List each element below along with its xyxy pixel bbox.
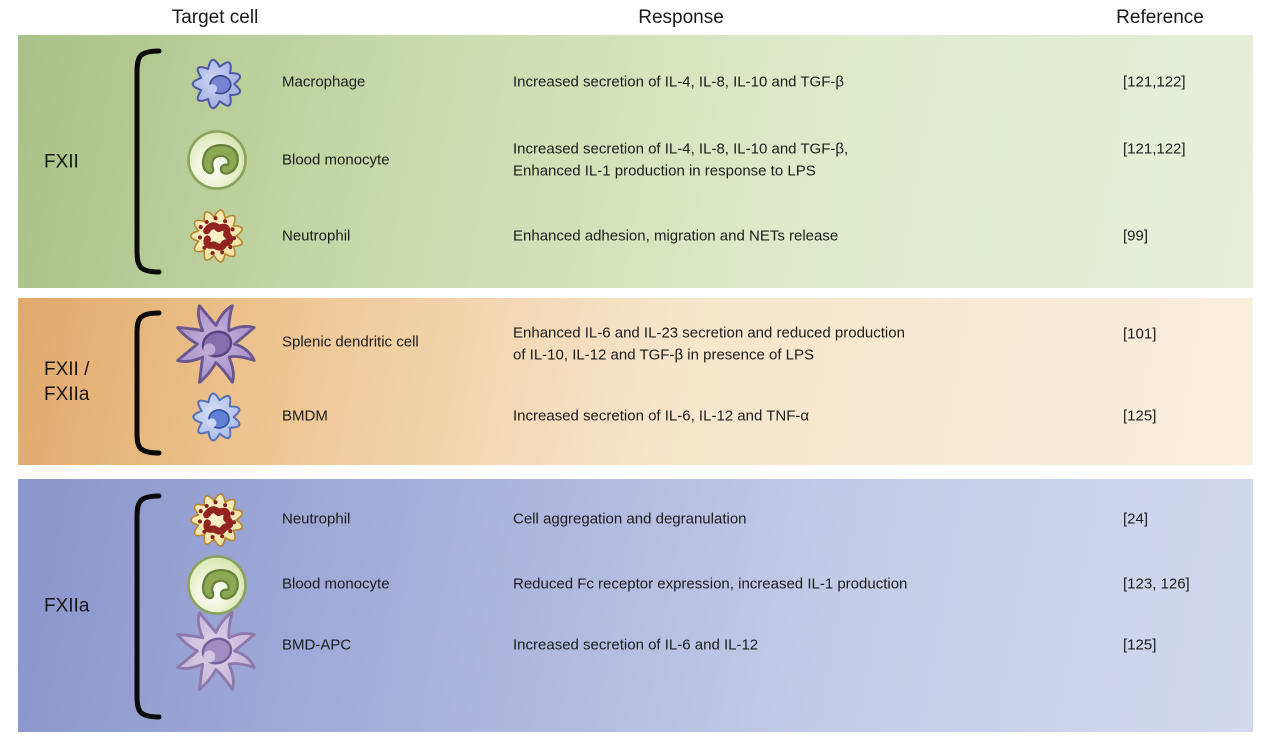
reference-citation: [121,122] xyxy=(1123,73,1186,91)
cell-name: Splenic dendritic cell xyxy=(282,333,419,351)
cell-name: Blood monocyte xyxy=(282,575,390,593)
reference-citation: [24] xyxy=(1123,510,1149,528)
section-label-fxii-fxiia: FXII / FXIIa xyxy=(44,358,90,405)
header-target-cell: Target cell xyxy=(171,7,259,28)
bracket-icon xyxy=(134,310,162,456)
blood-monocyte-icon xyxy=(187,555,247,615)
response-text: Increased secretion of IL-4, IL-8, IL-10… xyxy=(513,140,849,180)
neutrophil-icon xyxy=(189,493,243,547)
reference-citation: [125] xyxy=(1123,407,1157,425)
cell-name: Blood monocyte xyxy=(282,151,390,169)
bmdm-icon xyxy=(192,392,241,442)
cell-name: BMD-APC xyxy=(282,636,352,654)
response-text: Increased secretion of IL-6 and IL-12 xyxy=(513,636,759,654)
response-text: Cell aggregation and degranulation xyxy=(513,510,747,528)
response-text: Increased secretion of IL-6, IL-12 and T… xyxy=(513,407,810,425)
response-text: Enhanced adhesion, migration and NETs re… xyxy=(513,227,839,245)
section-fxii: FXII Macrophage Increased secretion of I… xyxy=(18,35,1253,288)
response-text: Increased secretion of IL-4, IL-8, IL-10… xyxy=(513,73,845,91)
section-fxii-fxiia: FXII / FXIIa Splenic dendritic cell Enha… xyxy=(18,298,1253,465)
section-fxiia: FXIIa Neutrophil Cell aggregation and de… xyxy=(18,479,1253,732)
header-response: Response xyxy=(638,7,724,28)
reference-citation: [125] xyxy=(1123,636,1157,654)
section-label-fxii: FXII xyxy=(44,151,79,172)
neutrophil-icon xyxy=(189,209,243,263)
cell-name: Neutrophil xyxy=(282,227,351,245)
cell-name: Macrophage xyxy=(282,73,366,91)
cell-name: Neutrophil xyxy=(282,510,351,528)
reference-citation: [99] xyxy=(1123,227,1149,245)
reference-citation: [101] xyxy=(1123,325,1157,343)
response-text: Reduced Fc receptor expression, increase… xyxy=(513,575,908,593)
bmd-apc-icon xyxy=(176,611,256,691)
section-label-fxiia: FXIIa xyxy=(44,595,90,616)
splenic-dendritic-cell-icon xyxy=(176,304,256,384)
macrophage-icon xyxy=(191,58,242,110)
response-text: Enhanced IL-6 and IL-23 secretion and re… xyxy=(513,324,905,364)
header-reference: Reference xyxy=(1116,7,1204,28)
reference-citation: [123, 126] xyxy=(1123,575,1190,593)
reference-citation: [121,122] xyxy=(1123,140,1186,158)
cell-name: BMDM xyxy=(282,407,328,425)
bracket-icon xyxy=(134,493,162,720)
blood-monocyte-icon xyxy=(187,130,247,190)
bracket-icon xyxy=(134,48,162,275)
